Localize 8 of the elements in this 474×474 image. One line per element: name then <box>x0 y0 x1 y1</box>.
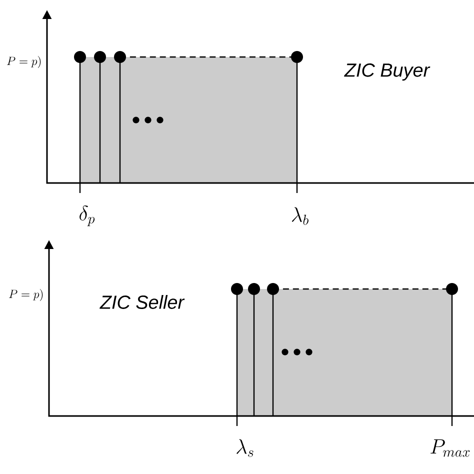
panel-title: ZIC Seller <box>100 295 185 309</box>
axis-label: $\delta_p$ <box>80 206 95 226</box>
panel-title: ZIC Buyer <box>344 63 430 81</box>
axis-label: $\lambda_b$ <box>292 207 308 225</box>
axis-label: $P_{max}$ <box>430 439 470 457</box>
axis-label: $P=p)$ <box>9 289 43 301</box>
axis-label: $\lambda_s$ <box>236 439 254 457</box>
axis-label: $P=p)$ <box>7 56 41 68</box>
